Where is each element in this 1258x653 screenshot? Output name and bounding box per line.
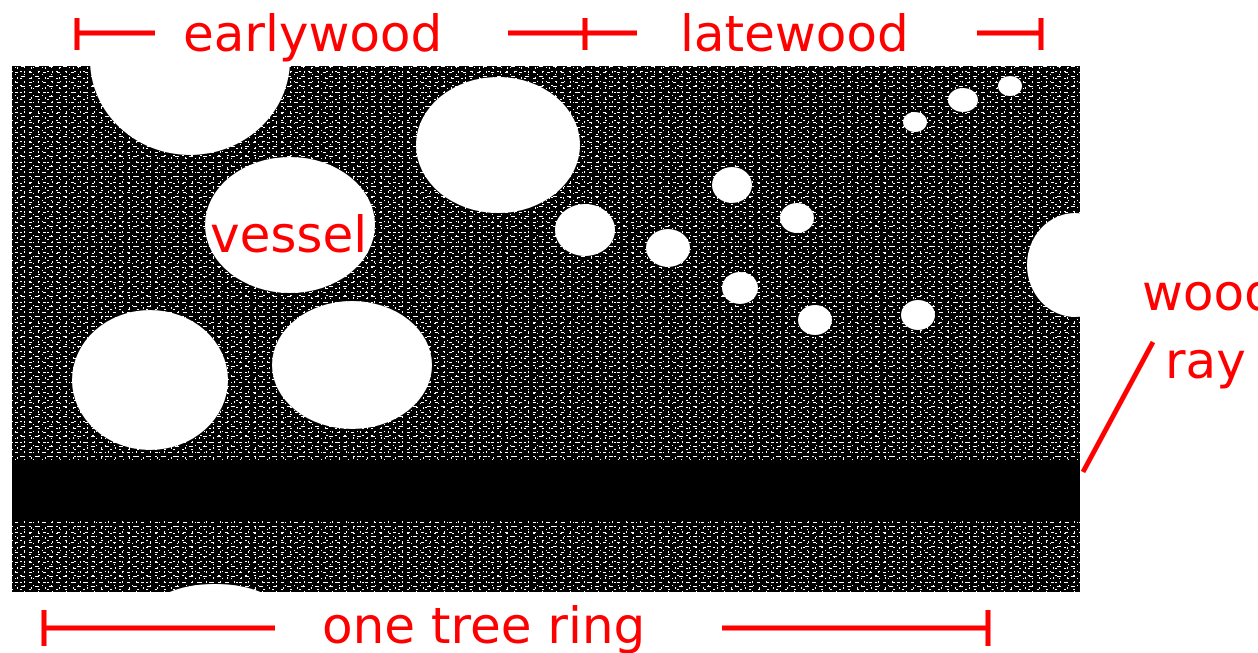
wood-ray-label-line2: ray — [1165, 332, 1246, 390]
vessel-bottom-cut — [150, 584, 280, 640]
wood-micrograph — [12, 0, 1123, 640]
vessel-late-10 — [998, 76, 1022, 96]
vessel-late-2 — [646, 229, 690, 267]
vessel-late-7 — [901, 300, 935, 330]
latewood-label: latewood — [680, 5, 909, 63]
wood-ray-band — [12, 460, 1080, 520]
earlywood-label: earlywood — [183, 5, 442, 63]
vessel-late-4 — [780, 203, 814, 233]
vessel-large-top — [416, 77, 580, 213]
vessel-late-9 — [948, 88, 978, 112]
vessel-late-6 — [798, 305, 832, 335]
one-tree-ring-label: one tree ring — [322, 597, 645, 653]
vessel-late-3 — [712, 167, 752, 203]
vessel-lower-middle — [272, 301, 432, 429]
vessel-right-edge — [1027, 213, 1123, 317]
vessel-late-1 — [555, 204, 615, 256]
vessel-late-5 — [722, 272, 758, 304]
vessel-label: vessel — [210, 206, 367, 264]
wood-ray-pointer-line — [1083, 342, 1153, 472]
wood-ray-label-line1: wood — [1142, 264, 1258, 322]
vessel-late-8 — [903, 112, 927, 132]
vessel-lower-left — [72, 310, 228, 450]
